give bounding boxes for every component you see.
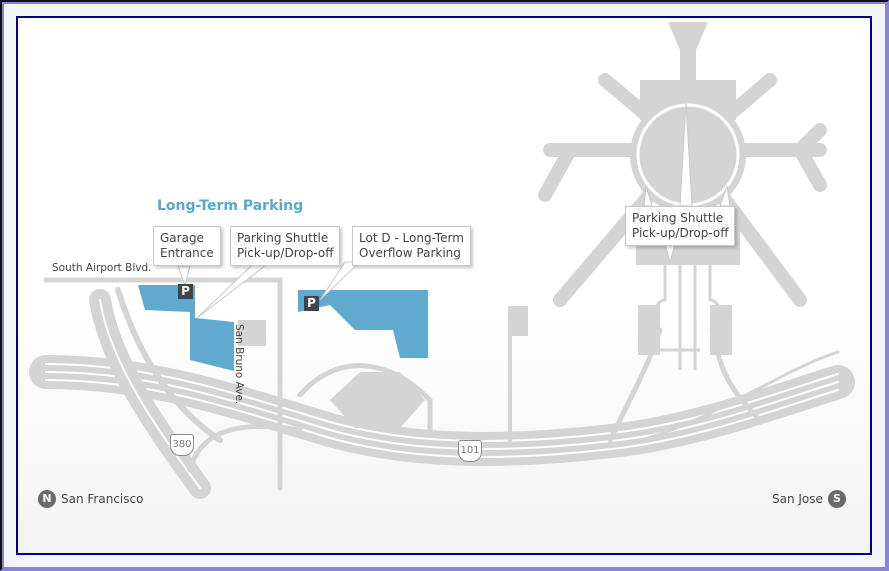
callout-line: Entrance <box>160 246 214 260</box>
callout-line: Overflow Parking <box>359 246 461 260</box>
north-arrow-icon: N <box>38 490 56 508</box>
map-panel: Long-Term Parking Garage Entrance Parkin… <box>16 16 872 555</box>
road-label-south-airport-blvd: South Airport Blvd. <box>52 262 152 274</box>
callout-shuttle-terminal: Parking Shuttle Pick-up/Drop-off <box>625 206 736 246</box>
building <box>238 320 266 346</box>
callout-garage-entrance: Garage Entrance <box>153 226 221 266</box>
parking-garage-lot <box>138 285 234 371</box>
callout-line: Garage <box>160 231 204 245</box>
parking-icon: P <box>178 284 193 299</box>
callout-lot-d: Lot D - Long-Term Overflow Parking <box>352 226 471 266</box>
direction-north: N San Francisco <box>38 490 143 508</box>
map-graphic <box>29 22 855 499</box>
callout-line: Lot D - Long-Term <box>359 231 464 245</box>
direction-label: San Jose <box>772 492 823 506</box>
interstate-380-shield: 380 <box>170 434 194 456</box>
callout-line: Pick-up/Drop-off <box>237 246 334 260</box>
south-airport-blvd <box>43 277 283 491</box>
callout-line: Parking Shuttle <box>237 231 329 245</box>
parking-lot-d <box>298 290 428 358</box>
section-title: Long-Term Parking <box>157 198 304 214</box>
parking-icon: P <box>304 296 319 311</box>
direction-south: San Jose S <box>772 490 846 508</box>
callout-shuttle-left: Parking Shuttle Pick-up/Drop-off <box>230 226 341 266</box>
building <box>330 372 425 428</box>
building <box>508 306 528 336</box>
road-label-san-bruno-ave: San Bruno Ave. <box>233 324 245 405</box>
callout-line: Parking Shuttle <box>632 211 724 225</box>
callout-line: Pick-up/Drop-off <box>632 226 729 240</box>
south-arrow-icon: S <box>827 490 846 508</box>
direction-label: San Francisco <box>61 492 144 506</box>
us-101-shield: 101 <box>458 440 482 462</box>
